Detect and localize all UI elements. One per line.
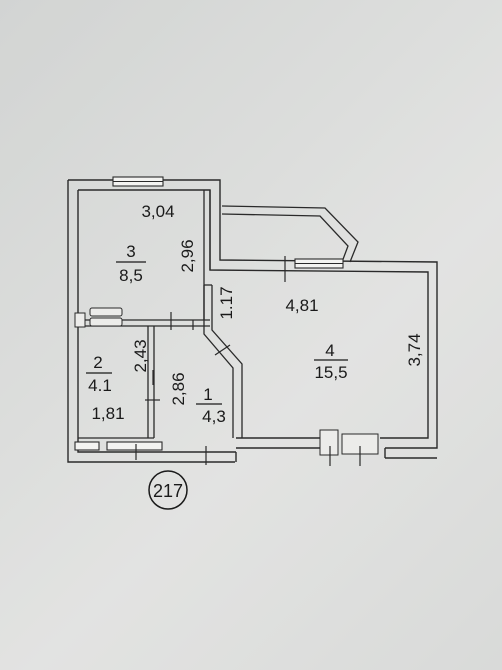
balcony [221,205,359,263]
apartment-number-circle [148,470,188,510]
bath-fixture-3 [89,317,123,327]
room-4-number: 4 [325,341,334,360]
fixtures [74,307,379,456]
room-3-area: 8,5 [119,266,143,285]
room-1-length: 2,86 [169,372,188,405]
room-1-number: 1 [203,385,212,404]
window-bottom-left [74,441,100,451]
room-1-area: 4,3 [202,407,226,426]
window-bottom-mid [106,441,163,451]
bath-fixture-2 [89,307,123,317]
room-2-number: 2 [93,353,102,372]
room-4-extra: 1.17 [217,286,236,319]
windows [74,176,344,451]
room-2-length: 2,43 [131,339,150,372]
room-4-length: 3,74 [405,333,424,366]
room-3-length: 2,96 [178,239,197,272]
room-2-area: 4.1 [88,376,112,395]
room-3-number: 3 [126,242,135,261]
room-2-width: 1,81 [91,404,124,423]
door-bottom-1 [319,429,339,456]
bath-fixture-1 [74,312,86,328]
room-4-area: 15,5 [314,363,347,382]
room-3-width: 3,04 [141,202,174,221]
room-4-width: 4,81 [285,296,318,315]
door-marks [135,256,361,466]
apartment-number: 217 [153,481,183,501]
interior-walls [78,190,243,439]
